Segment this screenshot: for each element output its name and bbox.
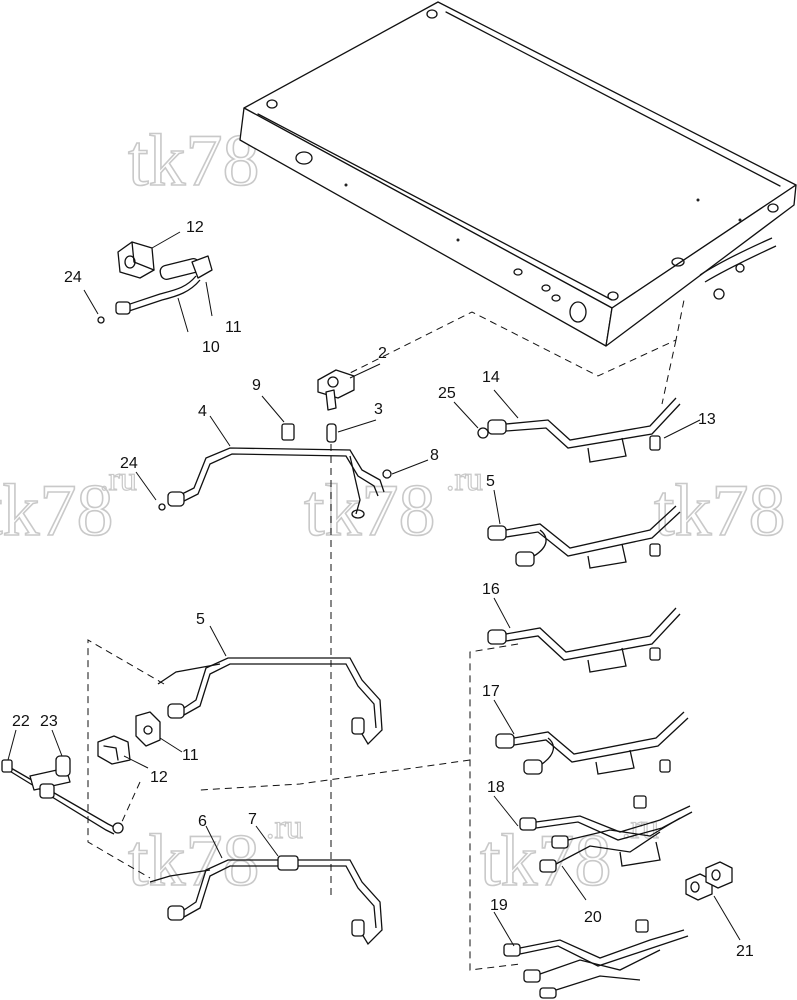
assembly-leader: [469, 643, 521, 971]
part-11-fitting: [159, 255, 213, 281]
callout-11: 11: [225, 319, 242, 336]
part-6-pipe: [149, 859, 383, 946]
callout-6: 6: [198, 813, 207, 830]
part-21-clamps: [685, 861, 733, 901]
callout-12: 12: [186, 219, 204, 236]
callout-3: 3: [374, 401, 383, 418]
callouts: 12 24 11 10 2 3 9 4 8 24 25 14 13 5 16 1…: [12, 219, 754, 960]
callout-7: 7: [248, 811, 257, 828]
watermark-main: tk78: [128, 820, 260, 902]
callout-8: 8: [430, 447, 439, 464]
watermark-main: tk78: [128, 120, 260, 202]
watermark-suffix: .ru: [100, 461, 137, 498]
callout-2: 2: [378, 345, 387, 362]
callout-24: 24: [64, 269, 82, 286]
part-12-clamp: [117, 241, 155, 279]
callout-18: 18: [487, 779, 505, 796]
watermark-main: tk78: [0, 470, 114, 552]
part-18-20-cluster: [519, 795, 693, 873]
callout-12: 12: [150, 769, 168, 786]
assembly-leader: [119, 781, 141, 827]
part-25-oring: [477, 427, 489, 439]
callout-21: 21: [736, 943, 754, 960]
callout-5: 5: [486, 473, 495, 490]
part-7-coupling: [277, 855, 299, 871]
callout-16: 16: [482, 581, 500, 598]
part-24-oring: [158, 503, 166, 511]
callout-19: 19: [490, 897, 508, 914]
part-5-pipe: [157, 657, 383, 746]
callout-10: 10: [202, 339, 220, 356]
leader-lines: [7, 231, 741, 947]
assembly-leader: [87, 639, 165, 879]
callout-11: 11: [182, 747, 199, 764]
part-3-pin: [326, 423, 337, 900]
part-23-tee: [29, 755, 71, 799]
watermark-suffix: .ru: [266, 809, 303, 846]
callout-13: 13: [698, 411, 716, 428]
part-8-oring: [382, 469, 392, 479]
callout-4: 4: [198, 403, 207, 420]
part-16-line: [487, 607, 681, 673]
callout-17: 17: [482, 683, 500, 700]
part-14-line: [487, 397, 681, 463]
callout-20: 20: [584, 909, 602, 926]
callout-22: 22: [12, 713, 30, 730]
part-12-clamp: [97, 735, 131, 765]
assembly-leader: [199, 759, 471, 791]
watermark-main: tk78: [654, 470, 786, 552]
base-frame: [239, 1, 797, 347]
part-4-pipe: [167, 447, 385, 519]
part-10-pipe: [115, 275, 201, 315]
callout-5: 5: [196, 611, 205, 628]
callout-25: 25: [438, 385, 456, 402]
callout-9: 9: [252, 377, 261, 394]
assembly-leader: [339, 299, 685, 379]
assembly-leader: [661, 339, 677, 405]
part-11-fitting: [135, 711, 161, 747]
callout-14: 14: [482, 369, 500, 386]
part-24-oring: [97, 316, 105, 324]
callout-24: 24: [120, 455, 138, 472]
part-9-nut: [281, 423, 295, 441]
watermark-suffix: .ru: [622, 809, 659, 846]
watermark-main: tk78: [304, 470, 436, 552]
part-2-valve: [317, 369, 355, 411]
watermark-suffix: .ru: [446, 461, 483, 498]
part-17-line: [495, 711, 689, 775]
part-19-cluster: [503, 919, 689, 999]
part-15-line: [487, 505, 681, 569]
callout-23: 23: [40, 713, 58, 730]
